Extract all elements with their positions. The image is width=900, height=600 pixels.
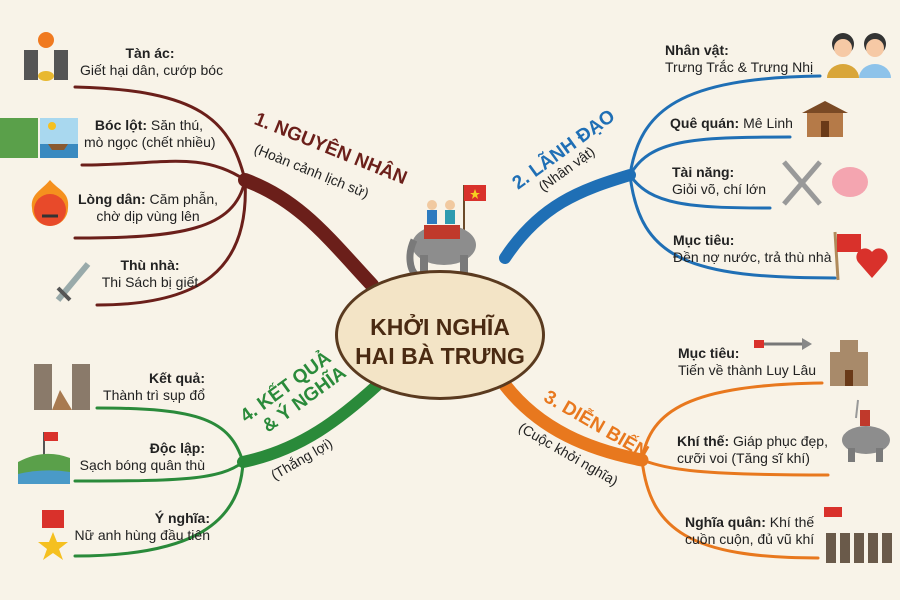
- crossed-swords-brain-icon: [782, 160, 868, 206]
- war-elephant-icon: [842, 399, 890, 462]
- center-title-line1: KHỞI NGHĨA: [370, 314, 510, 340]
- item-long-dan: Lòng dân: Căm phẫn,chờ dịp vùng lên: [78, 191, 219, 224]
- item-khi-the: Khí thế: Giáp phục đẹp,cưỡi voi (Tăng sĩ…: [677, 433, 828, 466]
- soldiers-fire-icon: [24, 32, 68, 81]
- flag-heart-icon: [833, 231, 888, 281]
- item-nhan-vat: Nhân vật:Trưng Trắc & Trưng Nhị: [665, 42, 814, 75]
- two-women-icon: [827, 33, 891, 78]
- item-y-nghia: Ý nghĩa:Nữ anh hùng đầu tiên: [74, 510, 210, 543]
- house-icon: [802, 101, 848, 137]
- branch-4-lines: [73, 372, 391, 558]
- center-title-line2: HAI BÀ TRƯNG: [355, 343, 525, 369]
- arrow-castle-icon: [754, 338, 868, 386]
- item-que-quan: Quê quán: Mê Linh: [670, 115, 793, 131]
- sword-icon: [55, 262, 91, 302]
- medal-icon: [38, 510, 68, 560]
- flag-landscape-icon: [18, 432, 70, 484]
- angry-face-icon: [31, 180, 69, 226]
- elephant-riders-icon: [406, 185, 486, 278]
- branch-3-lines: [498, 378, 830, 560]
- central-topic: KHỞI NGHĨA HAI BÀ TRƯNG: [335, 270, 545, 400]
- forest-boat-icon: [0, 118, 78, 158]
- item-muc-tieu-1: Mục tiêu:Đền nợ nước, trả thù nhà: [673, 232, 832, 265]
- item-doc-lap: Độc lập:Sạch bóng quân thù: [79, 440, 205, 473]
- item-tan-ac: Tàn ác:Giết hại dân, cướp bóc: [80, 45, 224, 78]
- item-tai-nang: Tài năng:Giỏi võ, chí lớn: [672, 164, 766, 197]
- item-muc-tieu-2: Mục tiêu:Tiến về thành Luy Lâu: [678, 345, 817, 378]
- item-boc-lot: Bóc lột: Săn thú,mò ngọc (chết nhiều): [84, 117, 216, 150]
- branch-2-lines: [499, 74, 837, 280]
- ruined-castle-icon: [34, 364, 90, 410]
- item-thu-nha: Thù nhà:Thi Sách bị giết: [101, 257, 199, 290]
- branch-1-lines: [73, 85, 379, 307]
- army-icon: [824, 507, 892, 563]
- item-ket-qua: Kết quả:Thành trì sụp đổ: [103, 370, 205, 403]
